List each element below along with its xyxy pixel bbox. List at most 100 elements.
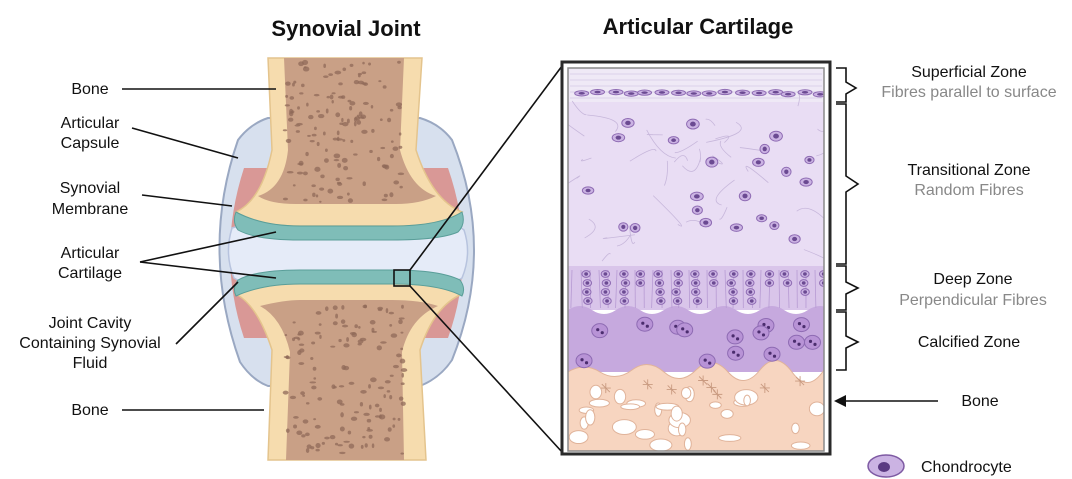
chondrocyte-nucleus [659,91,665,94]
marrow-spot [312,193,315,197]
chondrocyte-nucleus [783,272,787,275]
chondrocyte-nucleus [750,299,754,302]
chondrocyte-nucleus [603,272,607,275]
marrow-spot [330,435,336,439]
chondrocyte-nucleus [641,91,647,94]
chondrocyte-nucleus [803,180,808,184]
bone-pore [744,395,751,406]
marrow-spot [299,92,303,94]
chondrocyte-nucleus [676,299,680,302]
marrow-spot [379,414,382,418]
marrow-spot [298,362,304,365]
marrow-spot [351,332,357,337]
chondrocyte-nucleus [757,330,760,333]
marrow-spot [370,377,377,382]
zone-labels: Superficial Zone Fibres parallel to surf… [881,64,1056,351]
marrow-spot [380,118,383,121]
marrow-spot [361,130,367,134]
marrow-spot [331,384,335,389]
chondrocyte-nucleus [628,92,634,95]
marrow-spot [386,308,389,313]
chondrocyte-nucleus [671,138,676,142]
bone-pore [809,402,824,416]
chondrocyte-nucleus [793,340,796,343]
marrow-spot [309,381,316,383]
marrow-spot [377,345,382,350]
marrow-spot [337,182,341,184]
marrow-spot [400,348,403,351]
marrow-spot [293,321,296,323]
marrow-spot [283,129,287,131]
marrow-spot [285,82,291,86]
marrow-spot [384,194,388,198]
marrow-spot [348,431,352,435]
calcified-lacuna [804,335,820,349]
bone-pore [612,420,636,435]
chondrocyte-nucleus [773,134,779,139]
marrow-spot [362,436,365,438]
marrow-spot [354,121,357,126]
marrow-spot [297,172,303,175]
chondrocyte-nucleus [604,290,608,293]
marrow-spot [316,110,320,113]
marrow-spot [387,118,391,123]
marrow-spot [383,394,386,398]
marrow-spot [292,83,295,87]
marrow-spot [334,71,341,75]
chondrocyte-nucleus [703,220,708,224]
marrow-spot [285,334,288,336]
marrow-spot [334,153,341,158]
zone-deep-name: Deep Zone [933,271,1012,288]
chondrocyte-nucleus [580,358,583,361]
label-cavity-3: Fluid [73,355,108,372]
marrow-spot [325,306,329,311]
chondrocyte-nucleus [739,91,745,94]
chondrocyte-nucleus [625,121,631,125]
chondrocyte-nucleus [596,328,599,331]
marrow-spot [379,408,382,412]
chondrocyte-nucleus [773,355,776,358]
marrow-spot [306,402,310,404]
legend-chondrocyte-label: Chondrocyte [921,459,1012,476]
marrow-spot [393,365,399,368]
marrow-spot [298,61,304,66]
label-capsule-1: Articular [61,115,120,132]
calcified-lacuna [793,318,809,332]
marrow-spot [399,186,402,189]
chondrocyte-nucleus [731,290,735,293]
marrow-spot [357,120,361,125]
chondrocyte-nucleus [633,226,637,230]
marrow-spot [384,437,390,441]
chondrocyte-nucleus [785,93,791,96]
marrow-spot [342,325,348,328]
marrow-spot [296,430,302,435]
marrow-spot [390,109,393,112]
chondrocyte-nucleus [638,272,642,275]
marrow-spot [397,61,401,64]
marrow-spot [315,425,321,429]
marrow-spot [317,142,320,146]
chondrocyte-nucleus [585,290,589,293]
marrow-spot [341,118,343,122]
marrow-spot [389,324,392,327]
marrow-spot [300,391,305,395]
chondrocyte-nucleus [641,322,644,325]
marrow-spot [396,354,401,358]
marrow-spot [378,386,384,389]
label-membrane-2: Membrane [52,201,129,218]
marrow-spot [354,411,359,413]
chondrocyte-nucleus [694,194,700,198]
marrow-spot [401,305,404,309]
marrow-spot [290,96,295,100]
chondrocyte-nucleus [768,272,772,275]
zone-superficial-detail: Fibres parallel to surface [881,84,1056,101]
calcified-lacuna [789,335,805,349]
chondrocyte-nucleus [802,91,808,94]
marrow-spot [299,344,304,346]
marrow-spot [400,359,406,364]
marrow-spot [324,158,329,163]
marrow-spot [369,150,373,153]
marrow-spot [307,135,311,137]
marrow-spot [385,380,391,383]
chondrocyte-nucleus [584,272,588,275]
